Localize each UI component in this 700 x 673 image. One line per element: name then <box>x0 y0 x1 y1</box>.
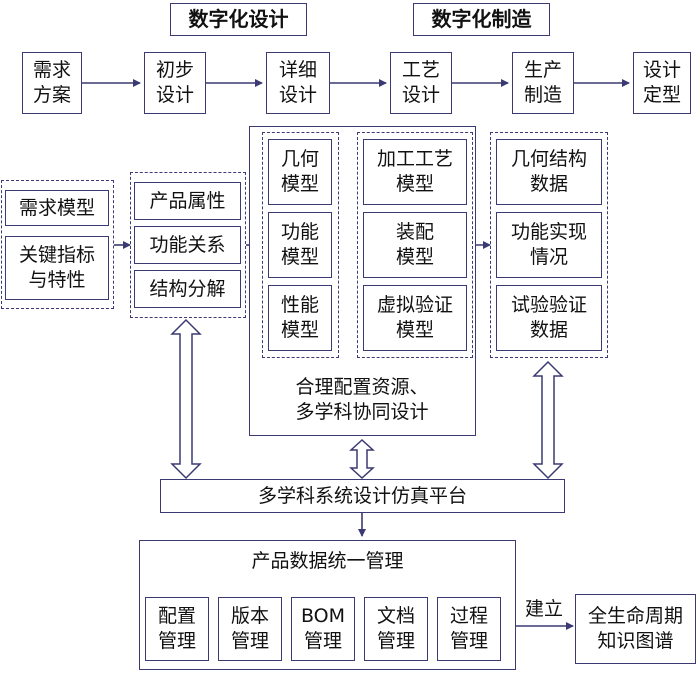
models-group <box>262 132 339 358</box>
pdm-process-management: 过程 管理 <box>437 597 501 661</box>
functional-relations: 功能关系 <box>134 226 241 264</box>
geometry-model: 几何 模型 <box>268 139 332 205</box>
virtual-verification-model: 虚拟验证 模型 <box>363 285 467 351</box>
process-models-group <box>357 132 473 358</box>
pdm-version-management: 版本 管理 <box>218 597 282 661</box>
test-verification-data: 试验验证 数据 <box>496 285 602 351</box>
product-attributes: 产品属性 <box>134 182 241 220</box>
function-model: 功能 模型 <box>268 212 332 278</box>
digital-manufacturing-header: 数字化制造 <box>413 3 550 36</box>
pdm-bom-management: BOM 管理 <box>291 597 355 661</box>
process-step-detailed-design: 详细 设计 <box>266 52 330 114</box>
key-indicators-features: 关键指标 与特性 <box>5 236 109 300</box>
process-step-preliminary-design: 初步 设计 <box>144 52 206 114</box>
machining-process-model: 加工工艺 模型 <box>363 139 467 205</box>
process-step-production: 生产 制造 <box>512 52 574 114</box>
double-arrow-center-platform <box>349 438 375 480</box>
simulation-platform: 多学科系统设计仿真平台 <box>160 479 565 513</box>
double-arrow-product-platform <box>170 318 202 480</box>
double-arrow-results-platform <box>532 360 564 480</box>
performance-model: 性能 模型 <box>268 285 332 351</box>
process-step-design-finalization: 设计 定型 <box>633 52 691 114</box>
results-group <box>490 132 608 358</box>
geometry-structure-data: 几何结构 数据 <box>496 139 602 205</box>
center-caption: 合理配置资源、 多学科协同设计 <box>295 376 429 423</box>
process-step-requirements-plan: 需求 方案 <box>22 52 82 114</box>
pdm-title: 产品数据统一管理 <box>251 550 404 572</box>
product-group <box>130 172 246 318</box>
process-step-process-design: 工艺 设计 <box>390 52 452 114</box>
pdm-config-management: 配置 管理 <box>145 597 209 661</box>
structure-decomposition: 结构分解 <box>134 270 241 308</box>
requirements-group <box>1 180 114 309</box>
assembly-model: 装配 模型 <box>363 212 467 278</box>
lifecycle-knowledge-graph: 全生命周期 知识图谱 <box>575 594 696 664</box>
digital-design-header: 数字化设计 <box>170 3 307 36</box>
function-realization-status: 功能实现 情况 <box>496 212 602 278</box>
requirements-model: 需求模型 <box>5 190 109 226</box>
establish-label: 建立 <box>524 597 563 620</box>
pdm-document-management: 文档 管理 <box>364 597 428 661</box>
